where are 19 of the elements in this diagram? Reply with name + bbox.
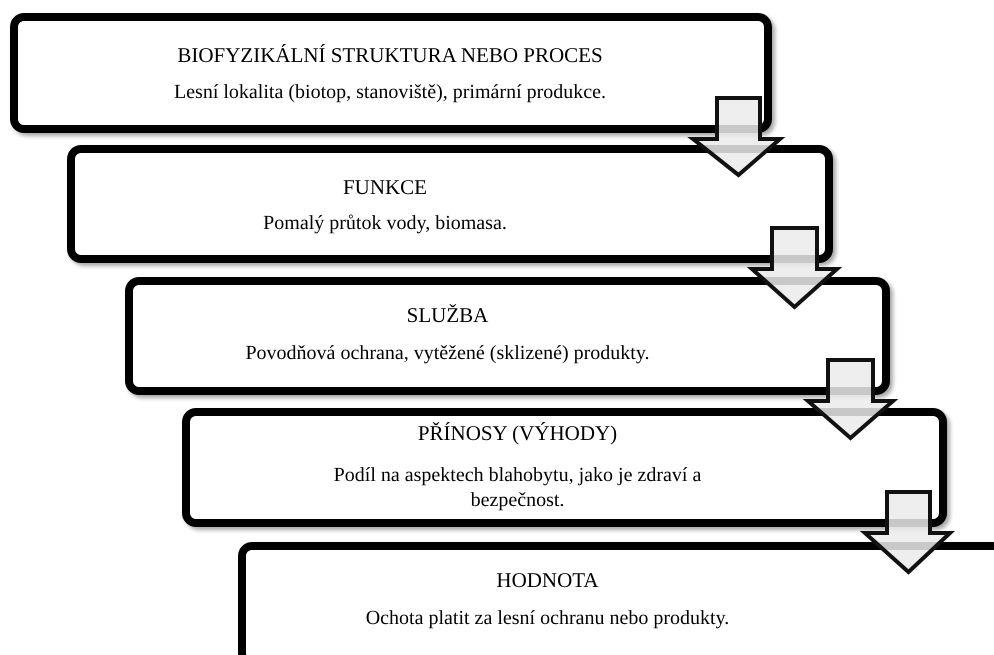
process-box [125, 277, 890, 395]
box-description: Lesní lokalita (biotop, stanoviště), primární produkce. [172, 80, 608, 104]
box-heading: SLUŽBA [406, 302, 490, 328]
process-box [10, 13, 772, 133]
block-arrow [802, 358, 898, 441]
box-description: Podíl na aspektech blahobytu, jako je zdraví a bezpečnost. [332, 462, 702, 512]
box-description: Ochota platit za lesní ochranu nebo produkty. [364, 606, 730, 630]
box-description: Povodňová ochrana, vytěžené (sklizené) produkty. [244, 340, 651, 366]
process-box [67, 145, 833, 263]
process-box [238, 542, 994, 655]
process-box [182, 408, 947, 527]
block-arrow [860, 490, 956, 575]
block-arrow [687, 96, 786, 178]
box-heading: BIOFYZIKÁLNÍ STRUKTURA NEBO PROCES [176, 42, 604, 68]
box-description: Pomalý průtok vody, biomasa. [262, 210, 508, 236]
box-heading: HODNOTA [495, 568, 600, 592]
box-heading: PŘÍNOSY (VÝHODY) [416, 420, 618, 446]
block-arrow [746, 226, 842, 310]
box-heading: FUNKCE [342, 174, 428, 200]
